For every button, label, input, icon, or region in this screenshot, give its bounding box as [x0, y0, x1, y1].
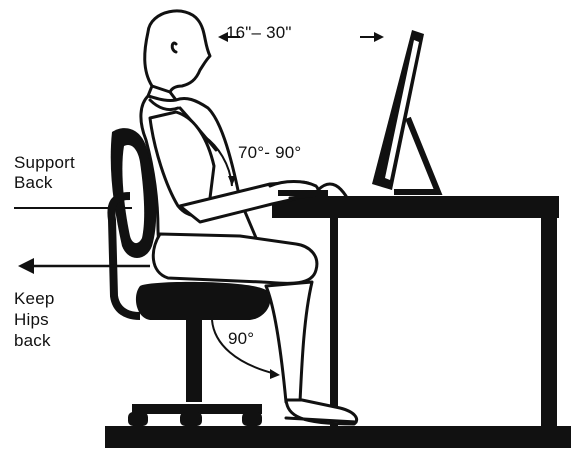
- knee-angle-arrowhead: [270, 369, 280, 379]
- desk-leg-right: [541, 216, 557, 428]
- desk: [272, 196, 559, 428]
- person-thigh: [153, 234, 317, 283]
- chair-wheel-mid: [180, 412, 202, 426]
- chair-wheel-right: [242, 412, 262, 426]
- support-back-label-line-2: Back: [14, 174, 53, 191]
- keep-hips-back-label-line-3: back: [14, 332, 51, 349]
- person-lower-leg: [266, 282, 312, 402]
- elbow-angle-label: 70°- 90°: [238, 144, 301, 161]
- support-back-label-line-1: Support: [14, 154, 75, 171]
- keep-hips-back-label-line-1: Keep: [14, 290, 55, 307]
- keep-hips-back-label-line-2: Hips: [14, 311, 49, 328]
- monitor: [372, 30, 438, 192]
- desk-top: [272, 196, 559, 218]
- arrow-right-icon: [360, 32, 384, 42]
- viewing-distance-label: 16"– 30": [226, 24, 292, 41]
- chair-seat: [136, 282, 270, 320]
- chair-wheel-left: [128, 412, 148, 426]
- arrow-left-icon: [18, 258, 150, 274]
- chair-column: [186, 318, 202, 402]
- knee-angle-label: 90°: [228, 330, 254, 347]
- desk-leg-left: [330, 216, 338, 428]
- keyboard: [278, 190, 328, 196]
- floor: [105, 426, 571, 448]
